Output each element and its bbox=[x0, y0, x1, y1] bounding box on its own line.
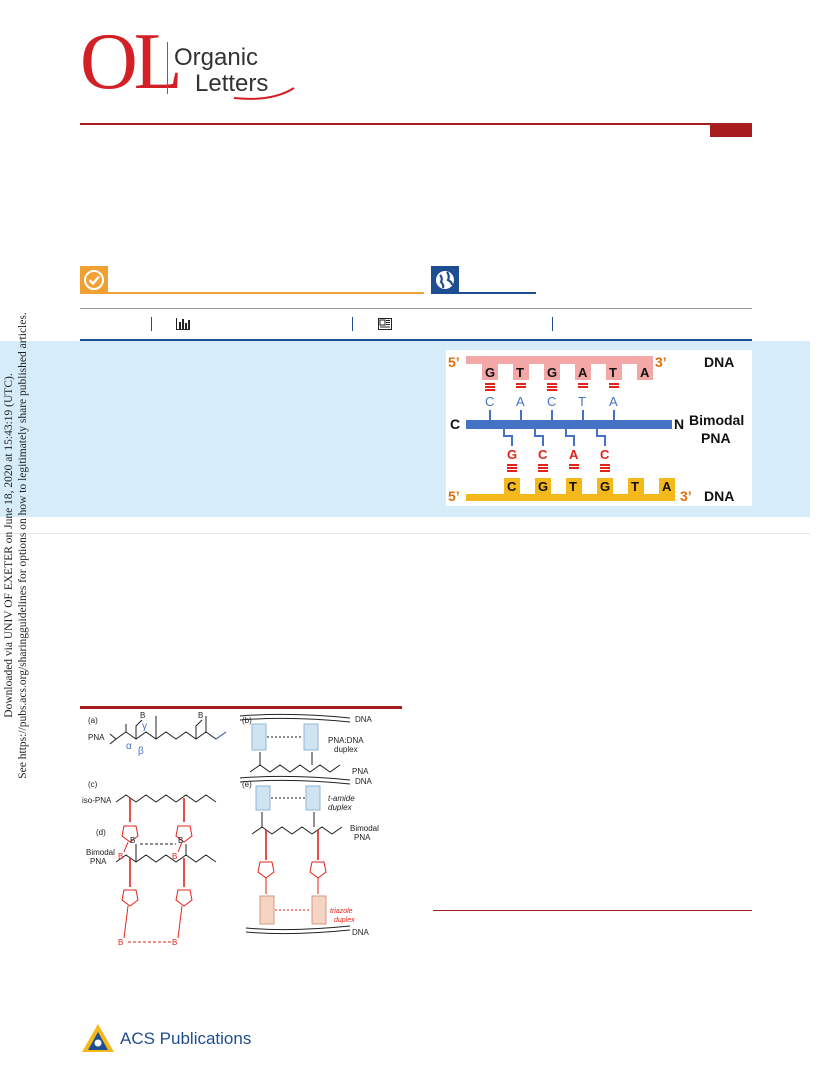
panel-d-label: (d) bbox=[96, 828, 106, 837]
pna-lower-base: C bbox=[538, 447, 548, 462]
pna-label-line1: Bimodal bbox=[689, 412, 745, 428]
download-note: Downloaded via UNIV OF EXETER on June 18… bbox=[0, 0, 40, 1091]
journal-name-line1: Organic bbox=[174, 44, 259, 71]
metrics-separator bbox=[552, 317, 553, 331]
download-note-line2: See https://pubs.acs.org/sharingguidelin… bbox=[17, 312, 29, 779]
bar-chart-icon[interactable] bbox=[176, 318, 190, 330]
base-label: B bbox=[130, 836, 136, 845]
pna-lower-base: C bbox=[600, 447, 610, 462]
alpha-label: α bbox=[126, 741, 132, 752]
dna-label-b: DNA bbox=[355, 715, 372, 724]
pna-upper-base: A bbox=[609, 394, 618, 409]
metrics-separator bbox=[151, 317, 152, 331]
abstract-bottom-rule bbox=[0, 533, 810, 534]
top-base: A bbox=[640, 365, 650, 380]
bottom-base: G bbox=[600, 479, 611, 494]
metrics-bottom-rule bbox=[80, 339, 752, 341]
bimodal-pna-e-line1: Bimodal bbox=[350, 824, 379, 833]
publisher-name: ACS Publications bbox=[120, 1029, 252, 1048]
pna-dna-duplex-line2: duplex bbox=[334, 745, 358, 754]
base-label: B bbox=[118, 852, 124, 861]
dna-label-e-bottom: DNA bbox=[352, 928, 369, 937]
letter-tab bbox=[710, 123, 752, 137]
figure-1: (a) B B PNA α β γ (b) DNA PNA:DNA duplex… bbox=[80, 711, 402, 962]
logo-divider bbox=[167, 42, 168, 94]
dna-label-e: DNA bbox=[355, 777, 372, 786]
base-label: B bbox=[172, 852, 178, 861]
iso-pna-label: iso-PNA bbox=[82, 796, 112, 805]
journal-name-line2: Letters bbox=[195, 70, 269, 97]
logo-swoosh bbox=[233, 87, 295, 100]
bottom-base: T bbox=[631, 479, 639, 494]
base-label: B bbox=[118, 938, 124, 947]
top-base: A bbox=[578, 365, 588, 380]
t-amide-line2: duplex bbox=[328, 803, 352, 812]
check-circle-icon[interactable] bbox=[80, 266, 108, 294]
download-note-line1: Downloaded via UNIV OF EXETER on June 18… bbox=[3, 373, 15, 718]
toc-graphic: 5’ 3’ DNA G T G A T A C A C T A C N Bimo… bbox=[446, 350, 752, 506]
globe-icon[interactable] bbox=[431, 266, 459, 294]
bottom-base: G bbox=[538, 479, 549, 494]
globe-rule bbox=[459, 292, 536, 294]
right-column-rule bbox=[433, 910, 752, 911]
triazole-line1: triazole bbox=[330, 908, 353, 915]
t-amide-line1: t-amide bbox=[328, 794, 355, 803]
bottom-base: T bbox=[569, 479, 577, 494]
base-label: B bbox=[178, 836, 184, 845]
pna-upper-base: C bbox=[485, 394, 495, 409]
beta-label: β bbox=[138, 746, 144, 757]
bimodal-pna-e-line2: PNA bbox=[354, 833, 371, 842]
top-base: G bbox=[485, 365, 496, 380]
pna-dna-duplex-line1: PNA:DNA bbox=[328, 736, 364, 745]
top-base: T bbox=[516, 365, 524, 380]
panel-a-label: (a) bbox=[88, 716, 98, 725]
pna-upper-base: T bbox=[578, 394, 586, 409]
pna-label-line2: PNA bbox=[701, 430, 731, 446]
metrics-top-rule bbox=[80, 308, 752, 309]
top-strand-label: DNA bbox=[704, 354, 735, 370]
panel-e-label: (e) bbox=[242, 780, 252, 789]
pna-lower-base: A bbox=[569, 447, 579, 462]
open-access-rule bbox=[108, 292, 424, 294]
header-rule bbox=[80, 123, 752, 125]
base-label: B bbox=[140, 711, 146, 720]
pna-lower-base: G bbox=[507, 447, 518, 462]
bottom-base: C bbox=[507, 479, 517, 494]
pna-label: PNA bbox=[88, 733, 105, 742]
panel-b-label: (b) bbox=[242, 716, 252, 725]
metrics-separator bbox=[352, 317, 353, 331]
article-icon[interactable] bbox=[378, 318, 392, 330]
panel-c-label: (c) bbox=[88, 780, 98, 789]
acs-logo-icon bbox=[82, 1024, 114, 1052]
journal-logo-letters: OL bbox=[80, 18, 183, 106]
pna-label-b: PNA bbox=[352, 767, 369, 776]
pna-c-terminus: C bbox=[450, 416, 461, 432]
bimodal-pna-line1: Bimodal bbox=[86, 848, 115, 857]
figure-rule bbox=[80, 706, 402, 709]
pna-upper-base: A bbox=[516, 394, 525, 409]
label-5prime-top: 5’ bbox=[448, 354, 460, 370]
pna-n-terminus: N bbox=[674, 416, 685, 432]
base-label: B bbox=[198, 711, 204, 720]
top-base: G bbox=[547, 365, 558, 380]
pna-upper-base: C bbox=[547, 394, 557, 409]
top-base: T bbox=[609, 365, 617, 380]
label-5prime-bottom: 5’ bbox=[448, 488, 460, 504]
label-3prime-bottom: 3’ bbox=[680, 488, 692, 504]
bottom-strand-label: DNA bbox=[704, 488, 735, 504]
triazole-line2: duplex bbox=[334, 917, 355, 924]
base-label: B bbox=[172, 938, 178, 947]
bottom-base: A bbox=[662, 479, 672, 494]
label-3prime-top: 3’ bbox=[655, 354, 667, 370]
bimodal-pna-line2: PNA bbox=[90, 857, 107, 866]
gamma-label: γ bbox=[142, 721, 147, 732]
